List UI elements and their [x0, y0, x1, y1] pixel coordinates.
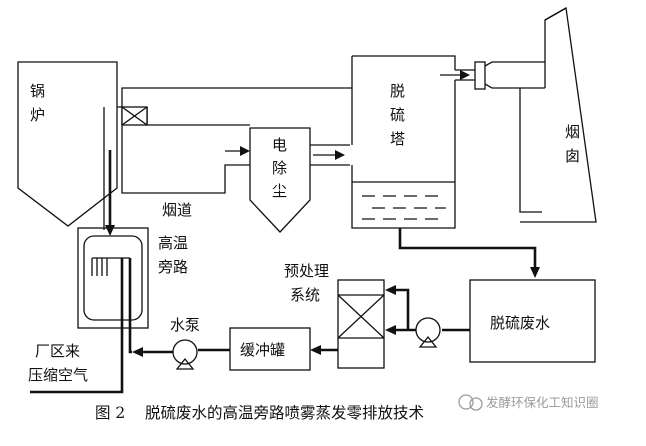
buffer-tank: 缓冲罐	[229, 327, 311, 371]
precipitator-label-2: 除	[272, 159, 287, 177]
precipitator-label-1: 电	[272, 136, 287, 154]
chimney-label-1: 烟	[565, 123, 580, 141]
precipitator-label-3: 尘	[272, 182, 287, 200]
buffer-tank-label: 缓冲罐	[240, 341, 285, 359]
tower-label-2: 硫	[390, 106, 405, 124]
watermark-text: 发酵环保化工知识圈	[486, 395, 599, 410]
bypass-label-1: 高温	[158, 234, 188, 252]
chimney: 烟 囱	[519, 6, 597, 223]
boiler: 锅 炉	[17, 61, 118, 227]
boiler-label-2: 炉	[30, 106, 45, 124]
bypass-label-2: 旁路	[158, 258, 188, 276]
tower-label-1: 脱	[390, 82, 405, 100]
figure-caption: 图 2 脱硫废水的高温旁路喷雾蒸发零排放技术	[95, 404, 424, 422]
boiler-label-1: 锅	[30, 82, 45, 100]
tower-label-3: 塔	[390, 130, 405, 148]
chimney-label-2: 囱	[565, 147, 580, 165]
electrostatic-precipitator: 电 除 尘	[249, 127, 311, 233]
flue-duct: 烟道	[117, 87, 352, 219]
water-pump-icon	[172, 339, 198, 370]
wastewater-pipe	[398, 228, 537, 270]
desulfurization-tower: 脱 硫 塔	[351, 55, 456, 229]
pretreatment-label-1: 预处理	[284, 262, 329, 280]
wastewater-tank: 脱硫废水	[469, 279, 596, 363]
outlet-duct	[440, 61, 545, 90]
pretreatment-label-2: 系统	[290, 286, 320, 304]
high-temp-bypass: 高温 旁路	[77, 227, 188, 329]
water-pump-label: 水泵	[170, 316, 200, 334]
wastewater-label: 脱硫废水	[490, 314, 550, 332]
compressed-air-label-2: 压缩空气	[28, 366, 88, 384]
compressed-air-label-1: 厂区来	[35, 342, 80, 360]
pump-icon	[415, 317, 441, 348]
flue-label: 烟道	[162, 201, 192, 219]
watermark: 发酵环保化工知识圈	[458, 394, 599, 411]
pretreatment-system: 预处理 系统	[284, 262, 385, 369]
